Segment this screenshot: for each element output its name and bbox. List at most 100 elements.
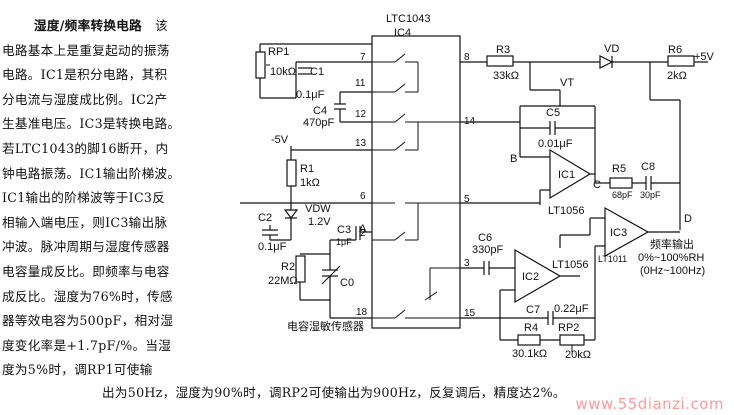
article-line: 相输入端电压，则IC3输出脉 [2, 214, 168, 230]
pin-18: 18 [356, 307, 368, 318]
article-line: 若LTC1043的脚16断开，内 [2, 140, 169, 156]
c7-label: C7 [526, 304, 540, 316]
vdw-value: 1.2V [308, 216, 331, 228]
ic2-part: LT1056 [552, 259, 589, 271]
pin-6: 6 [360, 191, 366, 202]
rp1-value: 10kΩ [270, 66, 296, 78]
article-line: 度变化率是+1.7pF/%。当湿 [2, 337, 172, 353]
watermark: www.55dianzi.com [575, 395, 724, 413]
ic1-part: LT1056 [548, 205, 585, 217]
pin-8: 8 [464, 52, 470, 63]
vt-label: VT [560, 77, 574, 89]
c2-label: C2 [258, 212, 272, 224]
c5-label: C5 [546, 107, 560, 119]
r3-value: 33kΩ [493, 70, 519, 82]
r1-value: 1kΩ [300, 177, 320, 189]
c5-value: 0.01μF [538, 138, 573, 150]
rp1-label: RP1 [268, 46, 289, 58]
rp1-group: RP1 10kΩ C1 0.1μF [255, 43, 372, 101]
c0-label: C0 [340, 277, 354, 289]
output-label-2: 0%~100%RH [638, 252, 704, 264]
sensor-label: 电容湿敏传感器 [287, 319, 364, 333]
ic3-group: IC3 LT1011 D 频率输出 0%~100%RH (0Hz~100Hz) [560, 206, 705, 277]
ltc1043-chip: LTC1043 IC4 [371, 13, 461, 329]
pin-13: 13 [355, 138, 367, 149]
chip-name: LTC1043 [386, 13, 430, 25]
c4-group: C4 470pF [303, 91, 372, 129]
r4-label: R4 [524, 322, 538, 334]
article-line: 电路基本上是重复起动的振荡 [2, 42, 170, 58]
article-line: 成反比。湿度为76%时，传感 [2, 288, 173, 304]
ic3-label: IC3 [610, 227, 627, 239]
article-line: 钟电路振荡。IC1输出阶梯波。 [2, 165, 181, 181]
c6-value: 330pF [472, 244, 503, 256]
r1-label: R1 [300, 163, 314, 175]
c4-label: C4 [313, 105, 327, 117]
output-label-3: (0Hz~100Hz) [640, 265, 705, 277]
c4-value: 470pF [303, 117, 334, 129]
c1-label: C1 [310, 66, 324, 78]
c6-label: C6 [478, 232, 492, 244]
r6-label: R6 [668, 44, 682, 56]
pin-15: 15 [464, 308, 476, 319]
article-line: 电容量成反比。即频率与电容 [2, 263, 170, 279]
rp2-label: RP2 [558, 322, 579, 334]
node-d-label: D [684, 213, 692, 225]
article-line: 冲波。脉冲周期与湿度传感器 [2, 239, 170, 255]
c3-value: 1μF [336, 237, 352, 247]
ic2-group: C6 330pF IC2 LT1056 [460, 232, 589, 319]
c8-label: C8 [641, 161, 655, 173]
r2-label: R2 [281, 261, 295, 273]
c3-label: C3 [337, 224, 351, 236]
node-b-label: B [510, 153, 517, 165]
article-last-line: 出为50Hz，湿度为90%时，调RP2可使输出为900Hz，反复调后，精度达2%… [102, 385, 566, 400]
article-line: 分电流与湿度成比例。IC2产 [2, 91, 168, 107]
neg5v-label: -5V [271, 134, 289, 146]
vdw-label: VDW [305, 203, 331, 215]
r4-value: 30.1kΩ [512, 348, 547, 360]
r5-value: 68pF [612, 190, 633, 200]
output-label-1: 频率输出 [650, 237, 694, 251]
vd-label: VD [604, 43, 619, 55]
feedback-group: C7 0.22μF R4 30.1kΩ RP2 20kΩ [499, 246, 596, 361]
ic1-group: C5 0.01μF B IC1 LT1056 C [510, 107, 610, 217]
c2-value: 0.1μF [258, 241, 287, 253]
sensor-group: R2 22MΩ C0 电容湿敏传感器 [268, 240, 372, 333]
c7-value: 0.22μF [554, 303, 589, 315]
r3-label: R3 [496, 44, 510, 56]
ic3-part: LT1011 [598, 254, 627, 264]
internal-switches [372, 53, 460, 319]
pin-12: 12 [355, 109, 367, 120]
pin-2: 2 [360, 228, 366, 239]
c2-group: C2 0.1μF [258, 212, 291, 253]
article-title: 湿度/频率转换电路 [34, 18, 143, 33]
article-lead-suffix: 该 [154, 18, 168, 33]
node-c-label: C [593, 179, 601, 191]
pin-11: 11 [355, 78, 366, 89]
c1-value: 0.1μF [296, 89, 325, 101]
vt-group: VT [519, 62, 596, 183]
chip-right-wiring [460, 121, 540, 204]
r5-label: R5 [612, 163, 626, 175]
top-right-group: R3 33kΩ VD R6 2kΩ +5V [460, 43, 715, 101]
pin-5: 5 [464, 194, 470, 205]
node-a-label: A [359, 223, 367, 235]
article-text: 湿度/频率转换电路 该 电路基本上是重复起动的振荡 电路。IC1是积分电路，其积… [2, 14, 220, 383]
reference-group: -5V R1 1kΩ VDW 1.2V [240, 134, 372, 240]
r6-value: 2kΩ [667, 70, 687, 82]
r2-value: 22MΩ [268, 275, 298, 287]
r5-c8-group: R5 68pF C8 30pF [609, 100, 681, 230]
article-line: 器等效电容为500pF，相对湿 [2, 313, 174, 329]
ic1-label: IC1 [558, 169, 575, 181]
c3-group: C3 1μF A [330, 223, 372, 247]
pin-7: 7 [360, 52, 366, 63]
c8-value: 30pF [640, 190, 661, 200]
article-line-1: 湿度/频率转换电路 该 [2, 14, 220, 39]
rp2-value: 20kΩ [565, 349, 591, 361]
pin-3: 3 [464, 258, 470, 269]
ic2-label: IC2 [522, 271, 539, 283]
article-line: 生基准电压。IC3是转换电路。 [2, 116, 181, 132]
article-line: 电路。IC1是积分电路，其积 [2, 67, 168, 83]
article-line: 度为5%时，调RP1可使输 [2, 362, 153, 378]
